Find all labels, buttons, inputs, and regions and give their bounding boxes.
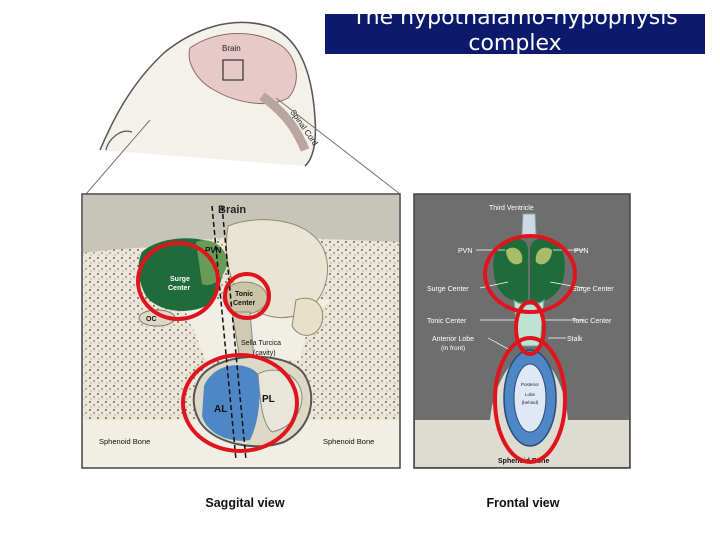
highlight-pituitary-saggital xyxy=(181,353,299,453)
stalk-label: Stalk xyxy=(567,336,583,343)
sella-label-1: Sella Turcica xyxy=(241,340,281,347)
saggital-surge-label-1: Surge xyxy=(170,276,190,283)
slide-title-box: The hypothalamo-hypophysis complex xyxy=(325,14,705,54)
third-ventricle-label: Third Ventricle xyxy=(489,205,534,212)
posterior-lobe-label-1: Posterior xyxy=(521,382,540,387)
head-inset: Brain Spinal Cord xyxy=(99,21,320,167)
saggital-panel: Brain PVN Surge Center Tonic Center OC S… xyxy=(81,193,401,469)
inset-brain-label: Brain xyxy=(222,44,241,53)
pituitary-box xyxy=(222,59,244,81)
saggital-caption: Saggital view xyxy=(205,496,284,510)
frontal-caption: Frontal view xyxy=(487,496,560,510)
highlight-tonic-saggital xyxy=(223,272,271,320)
frontal-tonic-right-label: Tonic Center xyxy=(572,318,612,325)
highlight-stalk-frontal xyxy=(514,300,546,356)
frontal-surge-right-label: Surge Center xyxy=(572,286,614,293)
sphenoid-right-label: Sphenoid Bone xyxy=(323,437,374,446)
slide-title: The hypothalamo-hypophysis complex xyxy=(352,14,678,54)
highlight-hypothalamus-frontal xyxy=(483,234,577,314)
highlight-surge-saggital xyxy=(136,241,220,321)
spinal-cord xyxy=(259,92,310,152)
posterior-lobe-label-2: Lobe xyxy=(525,392,536,397)
sphenoid-left-label: Sphenoid Bone xyxy=(99,437,150,446)
posterior-lobe-label-3: (behind) xyxy=(522,400,539,405)
zoom-line-right xyxy=(275,97,401,195)
frontal-surge-left-label: Surge Center xyxy=(427,286,469,293)
al-label: AL xyxy=(214,404,227,415)
saggital-brain-label: Brain xyxy=(218,204,246,216)
tonic-label-2: Center xyxy=(233,300,255,307)
anterior-lobe-label-1: Anterior Lobe xyxy=(432,336,474,343)
sella-label-2: (cavity) xyxy=(253,350,276,357)
anterior-lobe-saggital xyxy=(202,365,260,441)
saggital-pvn-label: PVN xyxy=(205,246,222,255)
tonic-label-1: Tonic xyxy=(235,291,253,298)
zoom-line-left xyxy=(85,119,151,195)
oc-label: OC xyxy=(146,316,157,323)
pl-label: PL xyxy=(262,394,275,405)
frontal-panel: Third Ventricle PVN PVN Surge Center Sur… xyxy=(413,193,631,469)
highlight-pituitary-frontal xyxy=(493,336,567,464)
anterior-lobe-label-2: (in front) xyxy=(441,345,465,352)
frontal-tonic-left-label: Tonic Center xyxy=(427,318,467,325)
frontal-pvn-right-label: PVN xyxy=(574,248,588,255)
frontal-pvn-left-label: PVN xyxy=(458,248,472,255)
frontal-posterior-lobe xyxy=(513,363,547,433)
saggital-surge-label-2: Center xyxy=(168,285,190,292)
